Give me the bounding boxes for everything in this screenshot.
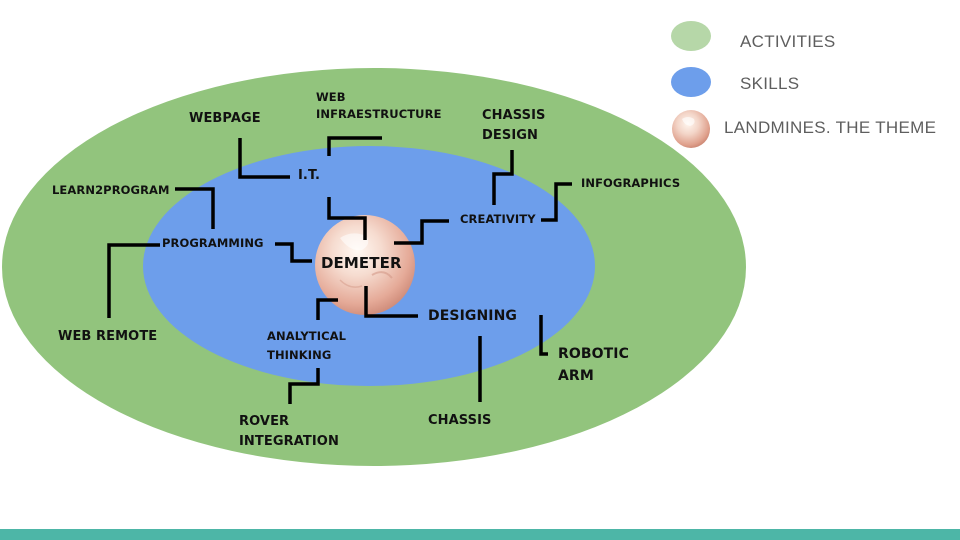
footer-accent-bar: [0, 529, 960, 540]
activity-label-rover-integration: ROVER INTEGRATION: [239, 412, 339, 452]
connector-infographics-creativity: [541, 182, 572, 222]
landmine-sphere-icon: [315, 215, 415, 315]
skill-label-programming: PROGRAMMING: [162, 236, 264, 250]
legend-swatch-activities: [671, 21, 711, 51]
connector-center-designing: [364, 286, 418, 318]
connector-webpage-it: [238, 138, 290, 179]
activity-label-learn2program: LEARN2PROGRAM: [52, 183, 170, 197]
skill-label-analytical-line1: ANALYTICAL: [267, 329, 347, 343]
connector-lines: [107, 136, 572, 404]
activity-label-chassis-design: CHASSIS DESIGN: [482, 106, 546, 146]
connector-analytical-rover: [288, 368, 320, 404]
legend-label-skills: SKILLS: [740, 74, 800, 93]
activity-label-robotic-arm-line2: ARM: [558, 367, 594, 384]
legend-label-theme: LANDMINES. THE THEME: [724, 118, 937, 137]
activity-label-robotic-arm-line1: ROBOTIC: [558, 346, 629, 362]
activity-label-robotic-arm: ROBOTIC ARM: [558, 344, 629, 387]
center-label-demeter: DEMETER: [321, 254, 402, 272]
connector-creativity-center: [394, 219, 449, 245]
skill-label-it: I.T.: [298, 168, 321, 183]
connector-chassisdesign-creativity: [492, 150, 514, 205]
activity-label-chassis-design-line1: CHASSIS: [482, 108, 546, 123]
connector-learn2program-programming: [175, 187, 215, 229]
activity-label-web-infra-line2: INFRAESTRUCTURE: [316, 106, 442, 121]
activity-label-chassis: CHASSIS: [428, 413, 492, 428]
legend-swatch-skills: [671, 67, 711, 97]
connector-webremote-programming: [107, 243, 160, 318]
legend-label-activities: ACTIVITIES: [740, 32, 836, 51]
connector-it-center: [327, 197, 367, 240]
activity-label-chassis-design-line2: DESIGN: [482, 128, 539, 144]
connector-center-analytical: [316, 298, 338, 320]
connector-programming-center: [275, 242, 312, 263]
skill-label-creativity: CREATIVITY: [460, 212, 536, 226]
landmine-sphere-icon: [672, 110, 710, 148]
connector-designing-roboticarm: [539, 315, 548, 356]
connector-webinfra-it: [327, 136, 382, 156]
skill-label-analytical-line2: THINKING: [267, 347, 332, 362]
activity-label-web-infra-line1: WEB: [316, 90, 346, 104]
activity-label-infographics: INFOGRAPHICS: [581, 176, 681, 190]
activity-label-web-remote: WEB REMOTE: [58, 329, 158, 344]
skill-label-designing: DESIGNING: [428, 308, 518, 324]
activity-label-webpage: WEBPAGE: [189, 111, 261, 126]
activity-label-rover-line2: INTEGRATION: [239, 434, 339, 450]
activity-label-rover-line1: ROVER: [239, 414, 290, 429]
activity-label-web-infrastructure: WEB INFRAESTRUCTURE: [316, 89, 442, 122]
skill-label-analytical-thinking: ANALYTICAL THINKING: [267, 327, 346, 365]
legend-swatches: [671, 21, 711, 148]
